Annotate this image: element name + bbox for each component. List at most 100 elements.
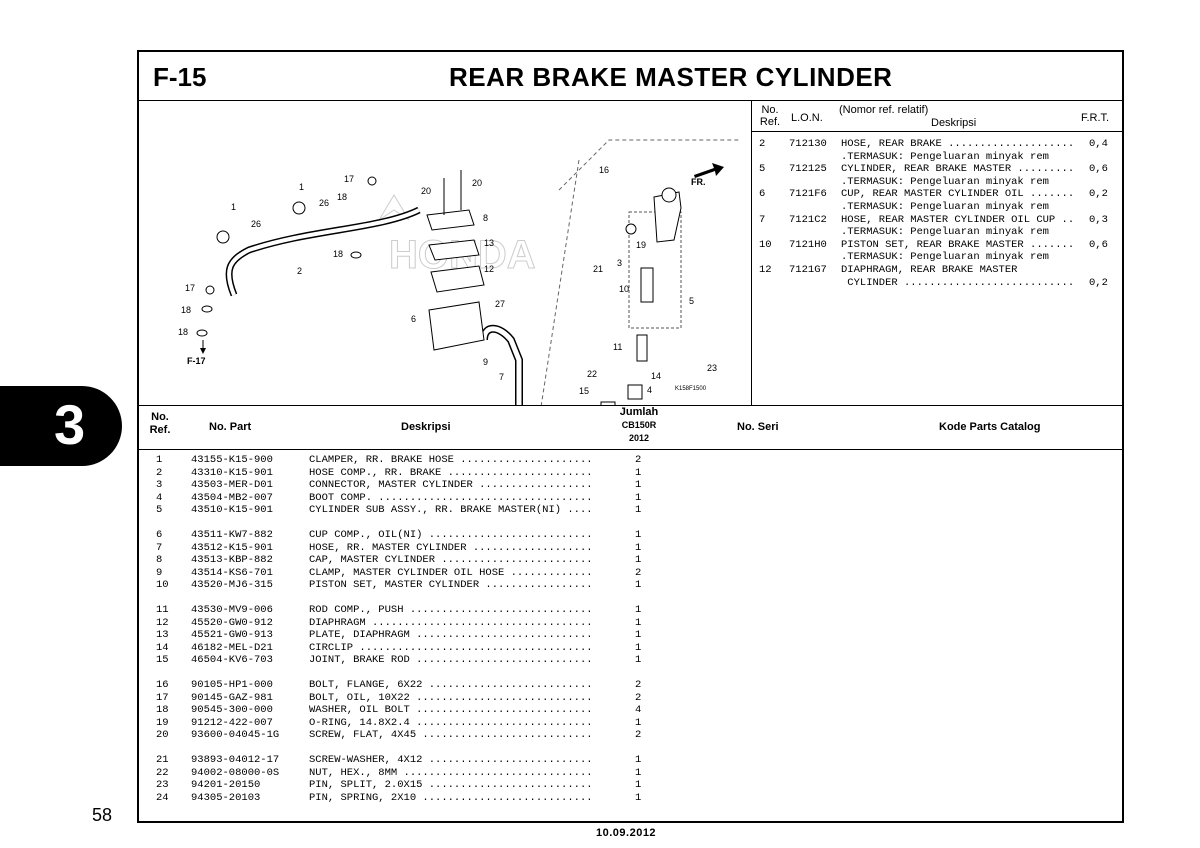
cell-ref: 3: [156, 479, 163, 491]
clamper-1: [292, 201, 306, 215]
page-number: 58: [92, 805, 113, 825]
cell-ref: 11: [156, 604, 169, 616]
labor-operation-table: No. Ref. L.O.N. (Nomor ref. relatif) Des…: [751, 100, 1122, 405]
cell-ref: 22: [156, 766, 169, 779]
cell-ref: 20: [156, 729, 169, 741]
lon-cell-lon: 7121F6: [789, 188, 827, 201]
cell-qty: 1: [635, 791, 642, 804]
cell-desc: CAP, MASTER CYLINDER ...................…: [309, 554, 593, 566]
cell-part: 90105-HP1-000: [191, 679, 273, 691]
cell-desc: PISTON SET, MASTER CYLINDER ............…: [309, 579, 593, 591]
cell-desc: O-RING, 14.8X2.4 .......................…: [309, 716, 593, 729]
cell-ref: 9: [156, 566, 163, 579]
lon-cell-desc: .TERMASUK: Pengeluaran minyak rem: [841, 150, 1049, 163]
cell-qty: 1: [635, 554, 642, 566]
col-model: CB150R: [621, 420, 657, 430]
section-code: F-15: [153, 62, 207, 92]
cell-qty: 1: [635, 654, 642, 666]
cell-desc: PLATE, DIAPHRAGM .......................…: [309, 629, 593, 641]
cell-qty: 1: [635, 766, 642, 779]
cell-ref: 24: [156, 791, 169, 804]
lon-cell-frt: 0,2: [1089, 276, 1108, 289]
callout-20: 20: [421, 186, 431, 196]
callout-16: 16: [599, 165, 609, 175]
cell-qty: 4: [635, 704, 642, 716]
callout-8: 8: [483, 213, 488, 223]
lon-cell-desc: .TERMASUK: Pengeluaran minyak rem: [841, 226, 1049, 239]
cell-ref: 5: [156, 504, 163, 516]
cell-part: 43503-MER-D01: [191, 479, 273, 491]
cell-desc: CUP COMP., OIL(NI) .....................…: [309, 529, 593, 541]
col-jumlah: Jumlah: [619, 406, 659, 418]
lon-col-desc-top: (Nomor ref. relatif): [839, 104, 929, 116]
cell-qty: 1: [635, 716, 642, 729]
cell-ref: 16: [156, 679, 169, 691]
cell-ref: 8: [156, 554, 163, 566]
cell-part: 43530-MV9-006: [191, 604, 273, 616]
cell-desc: WASHER, OIL BOLT .......................…: [309, 704, 593, 716]
cell-qty: 1: [635, 629, 642, 641]
cell-desc: HOSE, RR. MASTER CYLINDER ..............…: [309, 541, 593, 554]
cell-desc: CYLINDER SUB ASSY., RR. BRAKE MASTER(NI)…: [309, 504, 593, 516]
callout-26: 26: [319, 198, 329, 208]
callout-1: 1: [299, 182, 304, 192]
clamper-1b: [216, 230, 230, 244]
cell-part: 45521-GW0-913: [191, 629, 273, 641]
cell-ref: 13: [156, 629, 169, 641]
lon-row: .TERMASUK: Pengeluaran minyak rem: [751, 226, 1122, 239]
cell-part: 93893-04012-17: [191, 754, 280, 766]
lon-cell-lon: 7121H0: [789, 238, 827, 251]
diagram-code: K158F1500: [675, 386, 707, 392]
callout-3: 3: [617, 258, 622, 268]
page-title: REAR BRAKE MASTER CYLINDER: [449, 62, 893, 92]
guide-line: [558, 139, 739, 191]
lon-cell-desc: .TERMASUK: Pengeluaran minyak rem: [841, 175, 1049, 188]
cell-ref: 1: [156, 454, 163, 466]
ref-link-f17: F-17: [187, 356, 206, 366]
cell-part: 43510-K15-901: [191, 504, 273, 516]
cell-part: 45520-GW0-912: [191, 616, 273, 629]
cell-part: 43512-K15-901: [191, 541, 273, 554]
lon-cell-ref: 6: [759, 188, 766, 201]
wing-logo: [378, 194, 410, 221]
cell-ref: 12: [156, 616, 169, 629]
callout-17: 17: [344, 174, 354, 184]
cell-qty: 1: [635, 604, 642, 616]
callout-10: 10: [619, 284, 629, 294]
lon-cell-frt: 0,6: [1089, 238, 1108, 251]
fr-label: FR.: [691, 177, 706, 187]
lon-cell-lon: 712130: [789, 138, 827, 150]
o-ring: [625, 223, 637, 235]
cell-desc: PIN, SPLIT, 2.0X15 .....................…: [309, 779, 593, 791]
cell-qty: 1: [635, 579, 642, 591]
cell-desc: CLAMP, MASTER CYLINDER OIL HOSE ........…: [309, 566, 593, 579]
lon-cell-desc: HOSE, REAR BRAKE ....................: [841, 138, 1075, 150]
cell-part: 43514-KS6-701: [191, 566, 273, 579]
callout-7: 7: [499, 372, 504, 382]
oil-hose: [481, 326, 522, 415]
lon-cell-frt: 0,4: [1089, 138, 1108, 150]
lon-cell-ref: 5: [759, 163, 766, 176]
cell-part: 90145-GAZ-981: [191, 691, 273, 704]
page-frame: F-15 REAR BRAKE MASTER CYLINDER HONDA: [137, 50, 1124, 823]
washer-18c: [196, 329, 208, 337]
lon-col-lon: L.O.N.: [791, 112, 823, 124]
cell-qty: 1: [635, 541, 642, 554]
cell-qty: 2: [635, 566, 642, 579]
reservoir-cap: [426, 209, 475, 231]
diaphragm: [430, 265, 485, 293]
cell-qty: 2: [635, 679, 642, 691]
col-deskripsi: Deskripsi: [401, 421, 451, 433]
piston-set: [640, 267, 654, 303]
lon-col-no-ref: No. Ref.: [759, 104, 781, 128]
callout-17: 17: [185, 283, 195, 293]
